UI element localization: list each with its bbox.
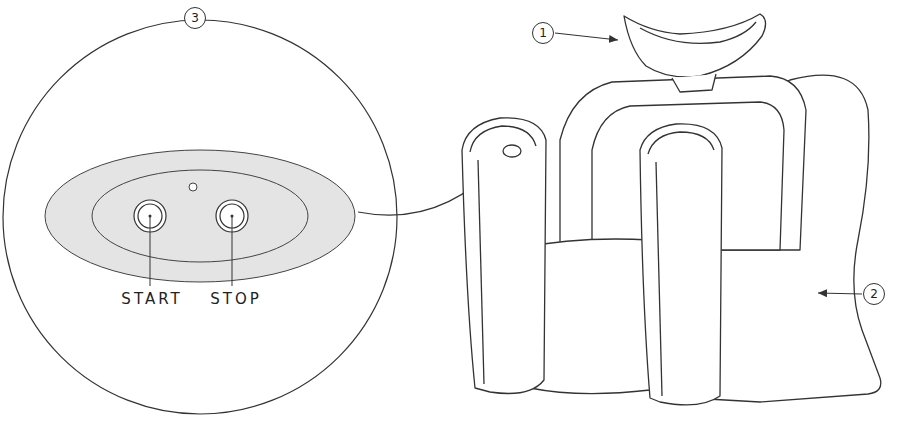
leader-line <box>150 216 151 286</box>
control-panel <box>45 150 355 282</box>
callout-number: 3 <box>184 7 206 29</box>
indicator-light <box>189 183 197 191</box>
shampoo-chair <box>462 14 881 405</box>
callout-arrow <box>818 293 862 294</box>
callout-arrow <box>555 33 618 40</box>
callout-number: 2 <box>863 283 885 305</box>
panel-inset <box>92 170 308 262</box>
leader-line <box>232 216 233 286</box>
button-label: START <box>120 290 183 308</box>
button-label: STOP <box>209 290 263 308</box>
detail-circle <box>3 20 397 414</box>
callout-number: 1 <box>532 22 554 44</box>
